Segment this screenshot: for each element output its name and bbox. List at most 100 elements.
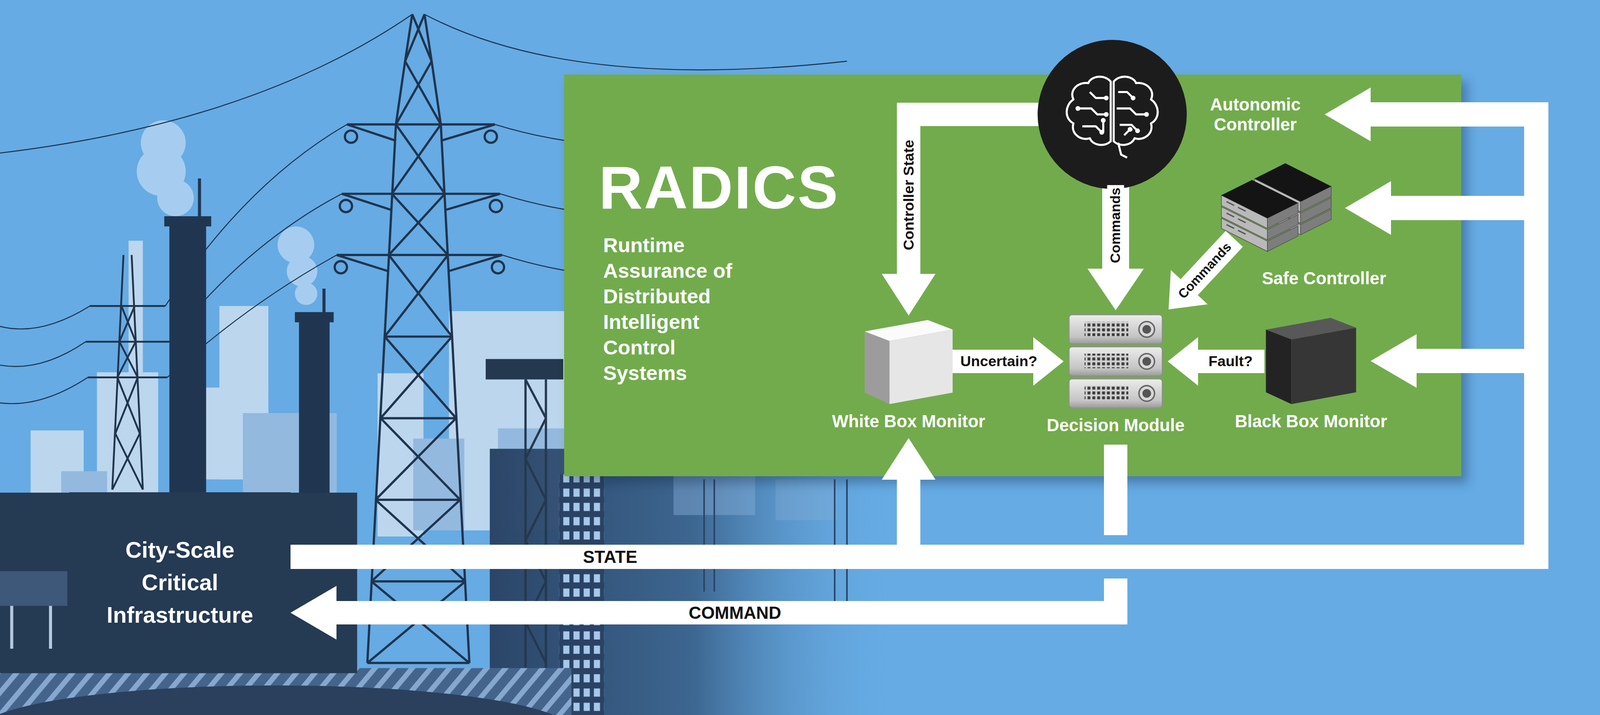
chimneys (299, 320, 330, 500)
power-lines (424, 14, 847, 70)
edge-label: Uncertain? (957, 352, 1041, 371)
pylon (395, 61, 432, 125)
edge-label: Controller State (899, 137, 918, 253)
flow-arrow (1087, 180, 1144, 311)
small-pylon (131, 254, 144, 490)
arrow-head (1167, 337, 1199, 386)
black-cube-icon (1266, 318, 1357, 405)
pylon (395, 124, 445, 194)
server-icon (1066, 313, 1166, 411)
factory-annex (48, 606, 53, 650)
chimneys (198, 178, 202, 220)
dark-buildings (775, 479, 837, 521)
factory-annex (0, 571, 68, 650)
gantry (489, 363, 560, 376)
edge-label: Fault? (1205, 352, 1256, 371)
pylon (371, 499, 461, 582)
node-label: Autonomic Controller (1203, 94, 1308, 135)
decision-node: Decision Module (1066, 313, 1166, 411)
gantry (489, 363, 560, 679)
node-label: Decision Module (1046, 415, 1185, 436)
system-panel: RADICS Runtime Assurance of Distributed I… (564, 74, 1462, 477)
pylon (404, 61, 441, 125)
chimneys (164, 178, 334, 500)
small-pylon (112, 254, 124, 490)
brain-icon (1037, 39, 1187, 190)
pylon (336, 254, 503, 257)
pylon (380, 417, 457, 420)
pylon (388, 254, 453, 337)
small-pylon (115, 377, 138, 434)
dark-buildings (833, 479, 836, 602)
pylon (384, 254, 448, 337)
pylon (384, 335, 452, 338)
flow-arrow (290, 87, 1537, 558)
chimneys (294, 312, 334, 323)
pylon (391, 193, 448, 255)
dark-buildings (559, 469, 848, 715)
edge-label: STATE (580, 546, 640, 568)
gantry (524, 379, 527, 680)
pylon (375, 499, 461, 502)
flow-arrow (952, 337, 1064, 386)
node-label: Safe Controller (1261, 268, 1387, 289)
node-label: Black Box Monitor (1234, 411, 1388, 432)
flow-arrow (290, 444, 1116, 640)
gantry (525, 379, 546, 419)
chimneys (322, 288, 326, 315)
flow-arrow (1167, 337, 1265, 386)
pylon (346, 123, 495, 126)
smoke (156, 179, 194, 217)
small-pylon (85, 340, 170, 343)
arrow-shaft (908, 114, 1047, 276)
dark-buildings (703, 479, 706, 592)
pylon (339, 199, 353, 213)
pylon (484, 130, 497, 143)
monitor-node: White Box Monitor (860, 318, 957, 407)
small-pylon (117, 342, 136, 378)
power-lines (0, 306, 90, 330)
small-pylon (87, 376, 168, 379)
small-pylon (119, 342, 138, 378)
server-icon (1068, 314, 1163, 409)
node-label: White Box Monitor (832, 411, 986, 432)
arrow-shaft (290, 361, 1537, 558)
system-subtitle: Runtime Assurance of Distributed Intelli… (603, 232, 751, 386)
system-title: RADICS (598, 157, 1462, 219)
edge-label: COMMAND (685, 602, 784, 624)
dark-buildings (713, 479, 716, 592)
factory-annex (10, 606, 14, 650)
pylon (404, 14, 425, 62)
gantry (544, 379, 547, 680)
pylon (384, 336, 457, 419)
gantry (485, 359, 564, 680)
factory-annex (0, 571, 68, 607)
edge-label: Commands (1106, 184, 1124, 266)
brain-icon (1037, 39, 1187, 190)
chimneys (164, 216, 212, 227)
small-pylon (89, 305, 166, 307)
black-cube-icon (1260, 316, 1362, 407)
pylon (380, 336, 453, 419)
gantry (525, 499, 546, 541)
power-lines (0, 377, 88, 405)
small-pylon (112, 433, 141, 490)
pylon (375, 499, 466, 582)
pylon (375, 418, 457, 500)
white-cube-icon (860, 318, 957, 407)
dark-buildings (845, 479, 848, 602)
pylon (489, 199, 503, 213)
pylon (380, 418, 461, 500)
arrow-head (881, 274, 936, 316)
arrow-shaft (1102, 180, 1130, 271)
flow-arrow (881, 114, 1047, 316)
small-pylon (119, 306, 135, 342)
pylon (367, 662, 470, 665)
pylon (371, 580, 466, 583)
flow-arrow (290, 438, 936, 558)
gantry (489, 363, 560, 376)
node-label: City-Scale Critical Infrastructure (101, 534, 258, 632)
arrow-head (1345, 181, 1392, 236)
gantry (525, 418, 546, 460)
small-pylon (85, 254, 170, 490)
